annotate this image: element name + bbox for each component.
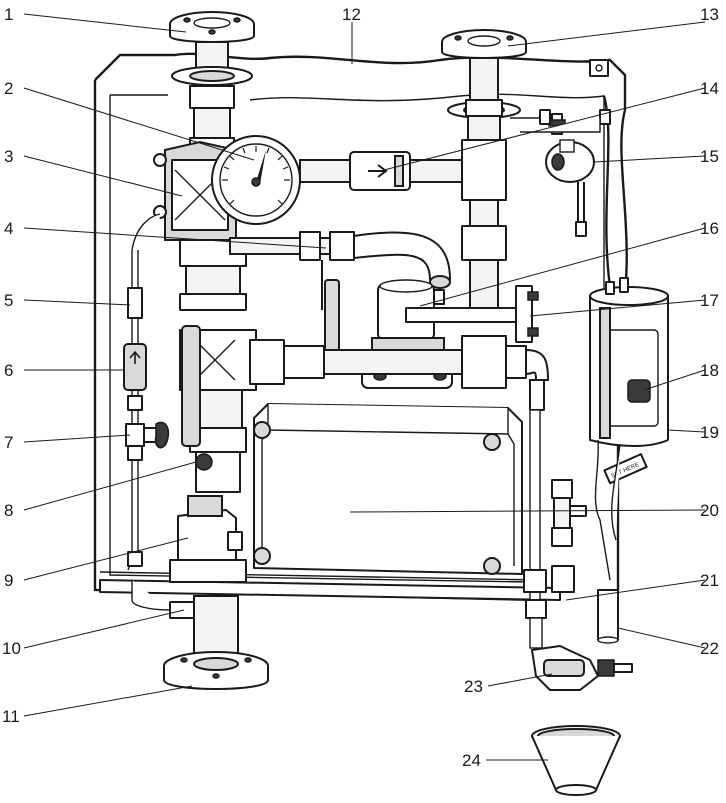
leader-8	[23, 461, 197, 511]
leader-22	[617, 627, 706, 649]
main-cross-line	[179, 329, 549, 411]
callout-11: 11	[2, 707, 20, 726]
inlet-flange	[169, 11, 255, 86]
leader-9	[23, 537, 189, 581]
leader-lines	[23, 13, 706, 761]
callout-2: 2	[4, 79, 13, 98]
callout-20: 20	[700, 501, 719, 520]
callout-16: 16	[700, 219, 719, 238]
callout-13: 13	[700, 5, 719, 24]
leader-16	[419, 227, 706, 307]
callout-6: 6	[4, 361, 13, 380]
callout-3: 3	[4, 147, 13, 166]
electronic-box	[253, 403, 523, 575]
callout-17: 17	[700, 291, 719, 310]
leader-17	[529, 299, 706, 317]
right-riser	[510, 109, 611, 237]
leader-2	[23, 87, 255, 161]
leader-20	[349, 509, 706, 513]
leader-3	[23, 155, 183, 197]
callout-19: 19	[700, 423, 719, 442]
callout-18: 18	[700, 361, 719, 380]
callout-14: 14	[700, 79, 719, 98]
callout-23: 23	[464, 677, 483, 696]
leader-11	[23, 685, 193, 717]
leader-4	[23, 227, 327, 249]
callout-24: 24	[462, 751, 481, 770]
callout-9: 9	[4, 571, 13, 590]
left-instrument-line	[123, 213, 170, 571]
leader-1	[23, 13, 187, 33]
leader-18	[643, 369, 706, 391]
callout-7: 7	[4, 433, 13, 452]
leader-15	[593, 155, 706, 163]
pressure-gauge	[211, 135, 301, 225]
leader-19	[667, 429, 706, 433]
ball-valve-assembly	[169, 325, 247, 583]
callout-5: 5	[4, 291, 13, 310]
callout-8: 8	[4, 501, 13, 520]
callout-labels: 1 2 3 4 5 6 7 8 9 10 11 12 13 14 15 16 1…	[2, 5, 719, 770]
callout-12: 12	[342, 5, 361, 24]
callout-1: 1	[4, 5, 13, 24]
callout-15: 15	[700, 147, 719, 166]
bypass-line	[299, 99, 507, 311]
sensor-bracket	[405, 285, 539, 343]
callout-22: 22	[700, 639, 719, 658]
bottom-flange	[131, 580, 269, 690]
leader-7	[23, 434, 131, 443]
set-here-tag: SET HERE	[603, 453, 648, 485]
controller-housing: SET HERE	[589, 277, 669, 581]
leader-13	[507, 21, 706, 47]
callout-21: 21	[700, 571, 719, 590]
callout-10: 10	[2, 639, 21, 658]
control-line	[229, 231, 451, 371]
leader-14	[383, 87, 706, 171]
drain-line	[523, 409, 633, 796]
leader-21	[565, 579, 706, 601]
callout-4: 4	[4, 219, 13, 238]
leader-10	[23, 609, 185, 649]
leader-23	[487, 673, 553, 687]
leader-5	[23, 299, 131, 306]
